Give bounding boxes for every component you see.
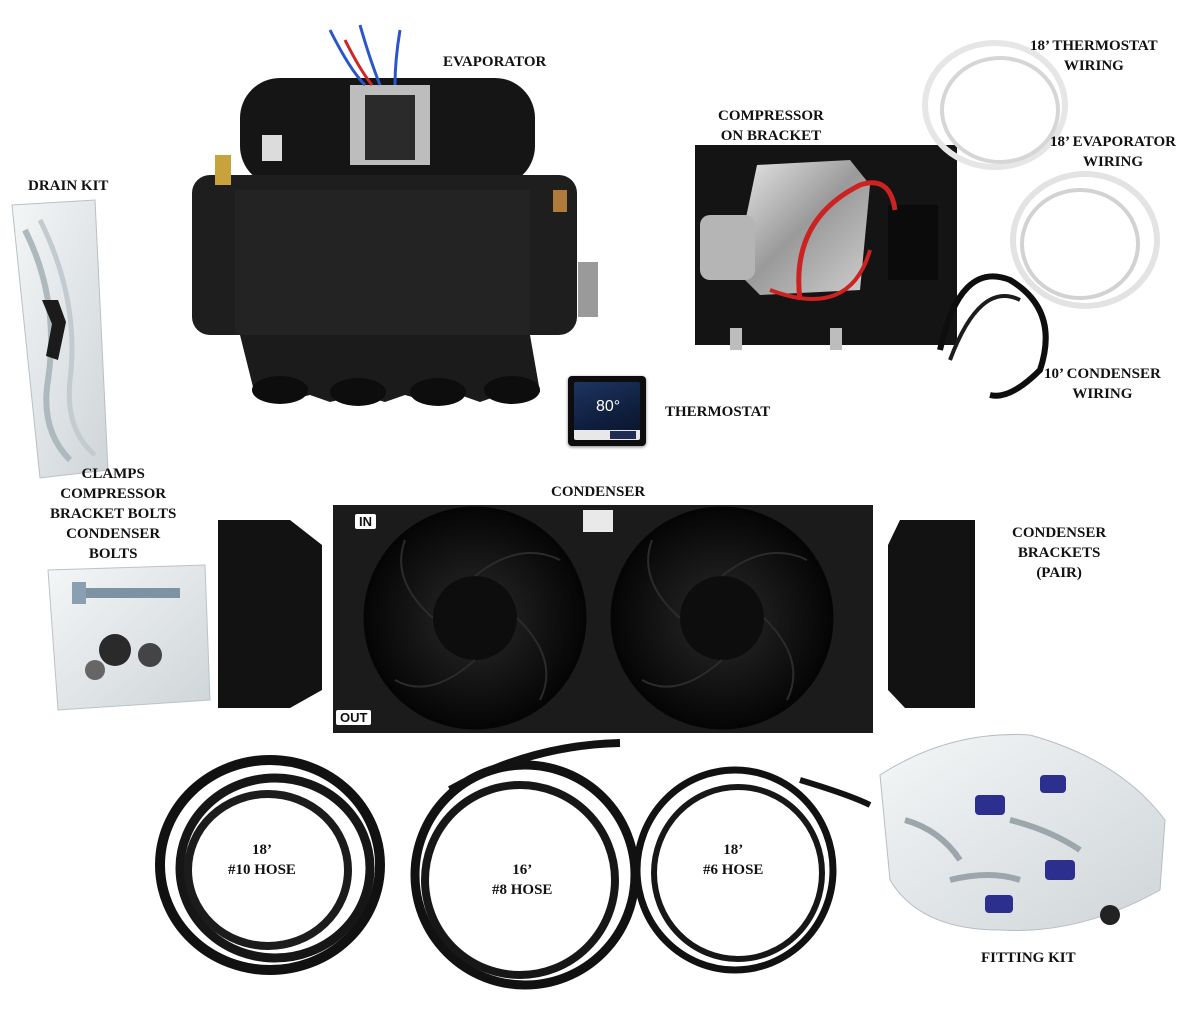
thermostat-mode-bar	[574, 430, 640, 440]
clamps-bolts-image	[47, 564, 211, 711]
thermostat-wiring-image	[922, 40, 1068, 170]
thermostat-label: THERMOSTAT	[665, 404, 771, 420]
drain-kit-label: DRAIN KIT	[28, 178, 109, 194]
condenser-label: CONDENSER	[551, 484, 646, 500]
compressor-label: COMPRESSOR ON BRACKET	[718, 108, 824, 144]
condenser-image	[218, 505, 975, 733]
clamps-bolts-label: CLAMPS COMPRESSOR BRACKET BOLTS CONDENSE…	[50, 466, 177, 562]
thermostat-image: 80°	[568, 376, 646, 446]
hose-10-label: 18’ #10 HOSE	[228, 842, 296, 878]
thermostat-temperature: 80°	[596, 398, 621, 415]
thermostat-display: 80°	[574, 382, 640, 440]
thermostat-wiring-label: 18’ THERMOSTAT WIRING	[1030, 38, 1158, 74]
drain-kit-image	[11, 199, 109, 479]
thermostat-mode-selected	[610, 431, 636, 439]
evaporator-wiring-label: 18’ EVAPORATOR WIRING	[1050, 134, 1176, 170]
compressor-image	[695, 145, 957, 350]
condenser-brackets-label: CONDENSER BRACKETS (PAIR)	[1012, 525, 1107, 581]
condenser-wiring-image	[937, 273, 1049, 399]
hose-6-image	[633, 766, 872, 974]
condenser-inlet-tag: IN	[355, 514, 376, 529]
fitting-kit-label: FITTING KIT	[981, 950, 1076, 966]
evaporator-image	[192, 24, 598, 406]
condenser-outlet-tag: OUT	[336, 710, 372, 725]
hose-8-label: 16’ #8 HOSE	[492, 862, 553, 898]
evaporator-label: EVAPORATOR	[443, 54, 547, 70]
hose-6-label: 18’ #6 HOSE	[703, 842, 764, 878]
evaporator-wiring-image	[1010, 171, 1160, 309]
condenser-wiring-label: 10’ CONDENSER WIRING	[1044, 366, 1161, 402]
hose-10-image	[155, 755, 385, 975]
fitting-kit-image	[879, 734, 1166, 931]
